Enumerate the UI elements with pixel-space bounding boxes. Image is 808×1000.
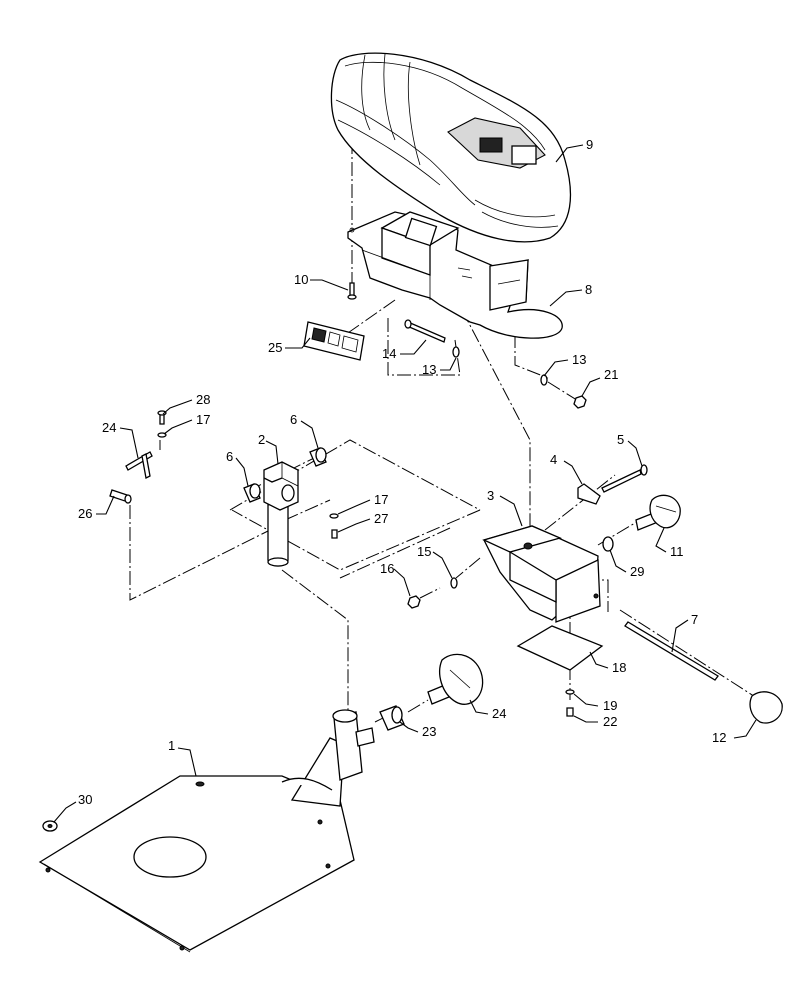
callout-22: 23	[422, 724, 436, 739]
part-11-knob	[635, 494, 681, 531]
part-4-small-bracket	[577, 483, 601, 505]
part-23-knob	[427, 653, 484, 705]
callout-24: 24	[102, 420, 116, 435]
callout-3: 3	[487, 488, 494, 503]
callout-13-b: 13	[572, 352, 586, 367]
callout-28: 28	[196, 392, 210, 407]
callout-26: 26	[78, 506, 92, 521]
callout-14: 14	[382, 346, 396, 361]
part-27-screw	[331, 529, 338, 539]
part-2-clamp-block	[263, 461, 299, 567]
part-18-plate	[516, 625, 604, 671]
callout-17-a: 17	[196, 412, 210, 427]
part-20-nut	[573, 395, 587, 409]
part-7-rod	[624, 621, 719, 681]
callout-6-b: 6	[226, 449, 233, 464]
callout-11: 11	[670, 544, 684, 559]
callout-4: 4	[550, 452, 557, 467]
callout-19: 19	[603, 698, 617, 713]
callout-10: 10	[294, 272, 308, 287]
part-28-screw	[157, 410, 167, 425]
callout-6-a: 6	[290, 412, 297, 427]
callout-16: 16	[380, 561, 394, 576]
callout-5: 5	[617, 432, 624, 447]
part-22-spacer	[379, 705, 405, 731]
part-21-screw	[566, 707, 574, 717]
part-6-bushing-left	[243, 483, 261, 503]
part-5-long-bolt	[601, 464, 648, 493]
callout-29: 29	[630, 564, 644, 579]
callout-21: 22	[603, 714, 617, 729]
callout-30: 30	[78, 792, 92, 807]
part-8-mounting-bracket	[347, 211, 563, 339]
part-16-nut	[407, 595, 421, 609]
callout-17-b: 17	[374, 492, 388, 507]
callout-labels: 9 8 10 25 14 13 13 21 28 17 24 26 2 6 6 …	[78, 137, 726, 807]
callout-18: 18	[612, 660, 626, 675]
part-1-base-plate	[38, 709, 375, 953]
callout-7: 7	[691, 612, 698, 627]
callout-15: 15	[417, 544, 431, 559]
callout-20: 21	[604, 367, 618, 382]
callout-8: 8	[585, 282, 592, 297]
leader-lines	[53, 144, 757, 823]
part-6-bushing-right	[309, 447, 327, 467]
callout-12: 12	[712, 730, 726, 745]
part-29-washer	[602, 536, 614, 552]
part-17-washer-mid	[329, 513, 339, 519]
part-12-knob	[749, 691, 783, 724]
part-3-arm-tube	[482, 525, 601, 623]
callout-25: 25	[268, 340, 282, 355]
callout-23: 24	[492, 706, 506, 721]
part-9-console-cover	[330, 52, 572, 243]
part-14-bolt	[404, 319, 446, 343]
callout-27: 27	[374, 511, 388, 526]
part-24-pin	[125, 451, 153, 479]
part-30-washer	[42, 820, 58, 832]
part-13-washers	[452, 346, 548, 386]
part-26-clip	[109, 489, 132, 504]
part-25-warning-decal	[303, 321, 365, 361]
part-10-screw	[347, 282, 357, 300]
part-19-washer	[565, 689, 575, 695]
callout-2: 2	[258, 432, 265, 447]
callout-9: 9	[586, 137, 593, 152]
part-15-washer	[450, 577, 458, 589]
callout-13-a: 13	[422, 362, 436, 377]
callout-1: 1	[168, 738, 175, 753]
